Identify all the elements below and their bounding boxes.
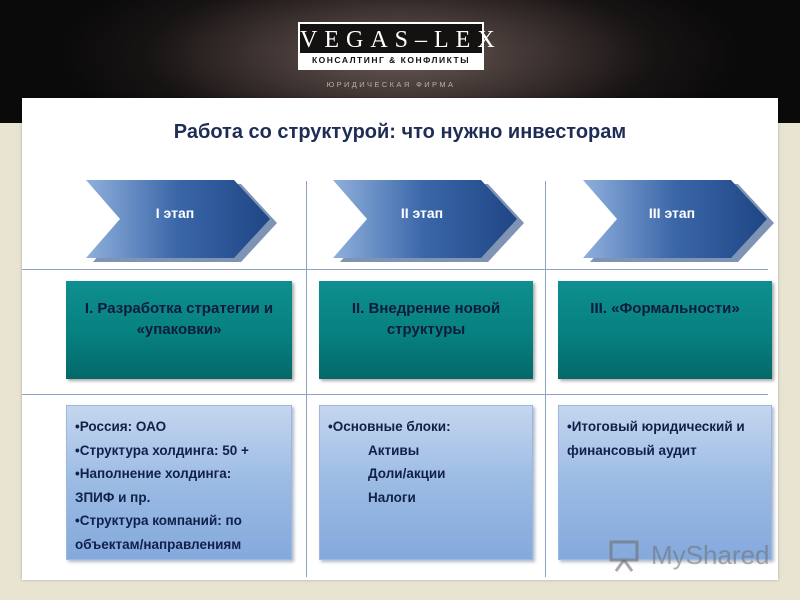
stage-1-arrow-label: I этап (155, 205, 195, 221)
list-item: •Россия: ОАО (75, 419, 167, 434)
list-item: •Основные блоки: (328, 419, 451, 434)
list-item: •Структура холдинга: 50 + (75, 442, 249, 458)
stage-3-arrow-label: III этап (648, 205, 696, 221)
list-item: •Итоговый юридический и (567, 419, 745, 434)
row-divider (22, 394, 768, 395)
slide-title: Работа со структурой: что нужно инвестор… (173, 121, 627, 143)
logo-tagline: КОНСАЛТИНГ & КОНФЛИКТЫ (300, 53, 482, 68)
column-divider (306, 181, 307, 577)
company-logo: VEGAS–LEX КОНСАЛТИНГ & КОНФЛИКТЫ (298, 22, 502, 70)
watermark: MyShared (607, 537, 777, 573)
stage-3-arrow: III этап (583, 180, 778, 262)
stage-3-heading: III. «Формальности» (558, 281, 772, 379)
list-item: объектам/направлениям (75, 536, 242, 552)
stage-1-heading: I. Разработка стратегии и «упаковки» (66, 281, 292, 379)
presentation-board-icon (609, 540, 639, 572)
logo-subtitle: ЮРИДИЧЕСКАЯ ФИРМА (326, 80, 456, 89)
watermark-text: MyShared (651, 540, 770, 570)
row-divider (22, 269, 768, 270)
stage-2-heading: II. Внедрение новой структуры (319, 281, 533, 379)
stage-2-details: •Основные блоки: Активы Доли/акции Налог… (319, 405, 533, 560)
stage-2-arrow: II этап (333, 180, 528, 262)
list-item: Доли/акции (368, 466, 446, 481)
list-item: •Наполнение холдинга: (75, 466, 232, 481)
stage-1-arrow: I этап (86, 180, 281, 262)
list-item: Налоги (368, 489, 416, 505)
list-item: •Структура компаний: по (75, 513, 242, 528)
list-item: финансовый аудит (567, 442, 697, 458)
list-item: Активы (368, 442, 420, 458)
stage-3-details: •Итоговый юридический и финансовый аудит (558, 405, 772, 560)
stage-2-arrow-label: II этап (400, 205, 444, 221)
list-item: ЗПИФ и пр. (75, 489, 151, 505)
column-divider (545, 181, 546, 577)
stage-1-details: •Россия: ОАО •Структура холдинга: 50 + •… (66, 405, 292, 560)
logo-name: VEGAS–LEX (300, 27, 502, 53)
